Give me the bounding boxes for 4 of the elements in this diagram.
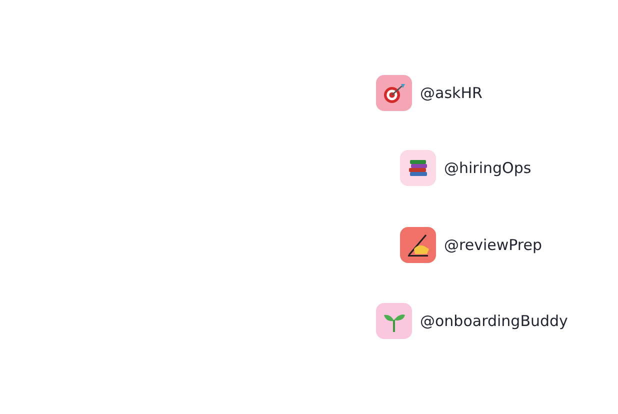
handle-label: @onboardingBuddy	[420, 312, 568, 330]
handle-label: @reviewPrep	[444, 236, 542, 254]
handle-label: @hiringOps	[444, 159, 532, 177]
handle-label: @askHR	[420, 84, 482, 102]
